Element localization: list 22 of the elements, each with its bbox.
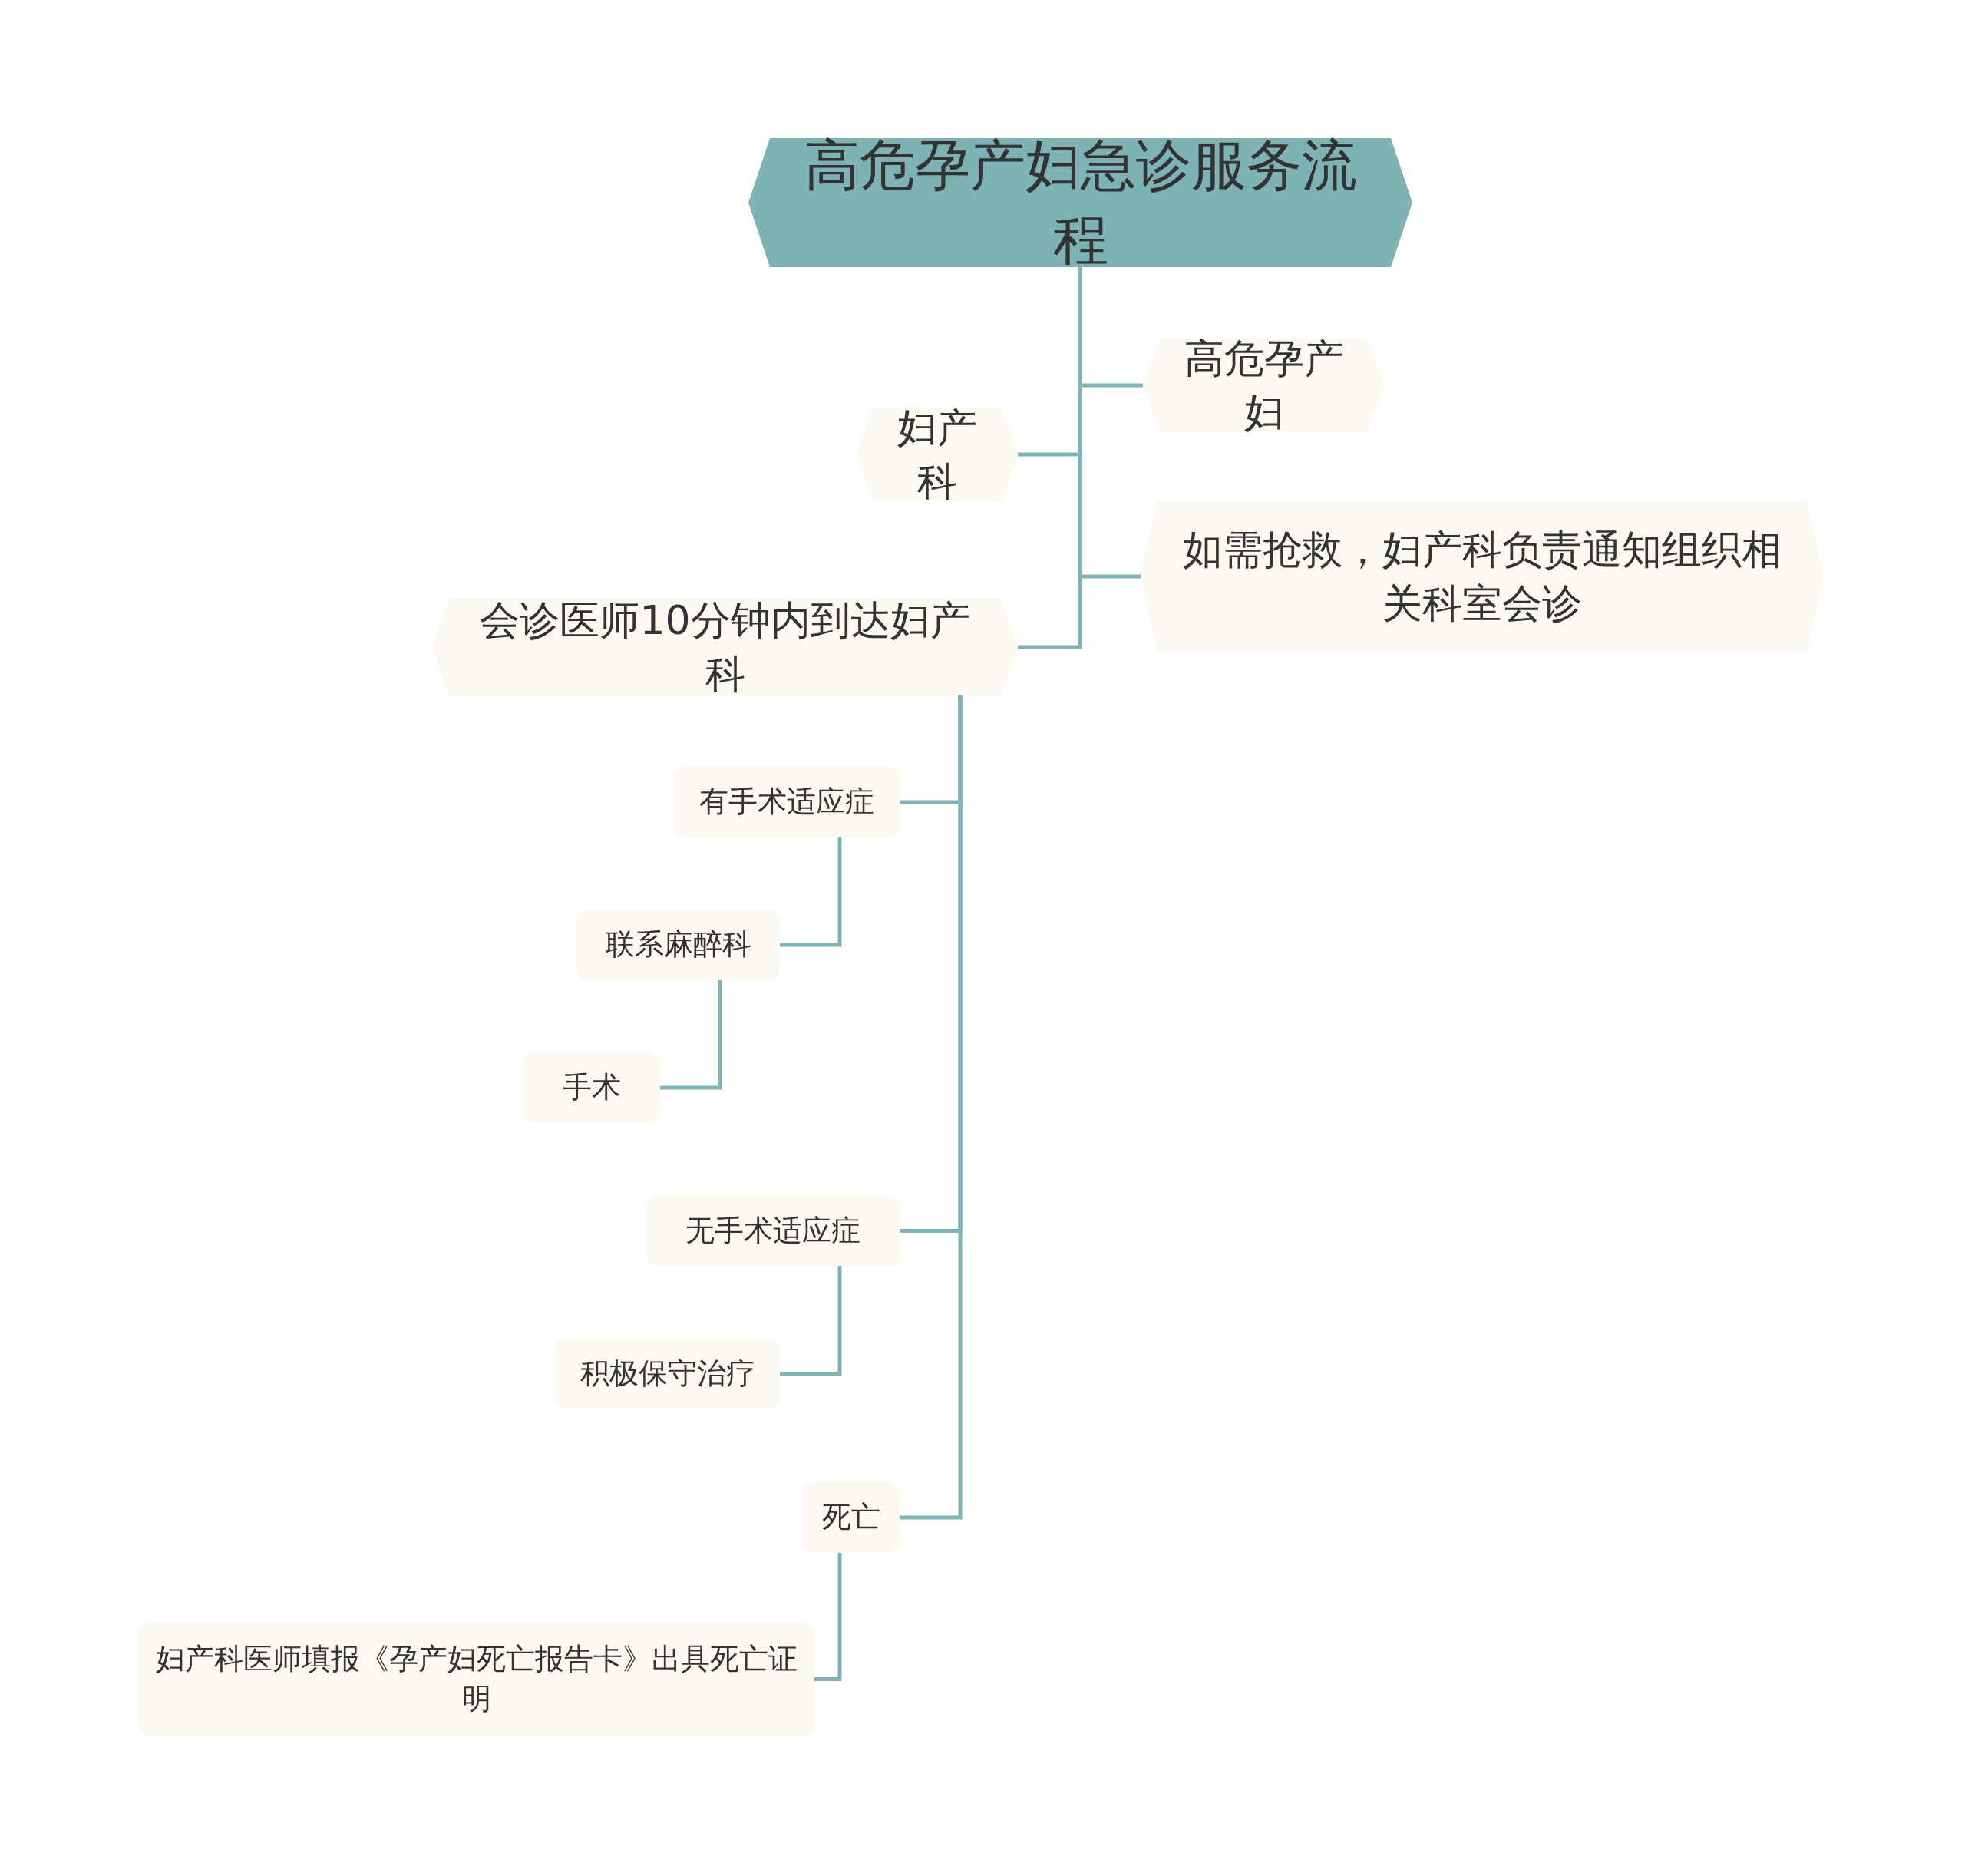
topic-text: 妇产科	[896, 403, 978, 506]
connector-line	[814, 1553, 842, 1681]
step-box: 死亡	[802, 1482, 900, 1553]
connector-line	[900, 695, 963, 1520]
title-text: 高危孕产妇急诊服务流程	[803, 131, 1358, 273]
step-box: 妇产科医师填报《孕产妇死亡报告卡》出具死亡证明	[138, 1623, 814, 1736]
connector-line	[1018, 267, 1082, 649]
step-box: 积极保守治疗	[555, 1339, 780, 1409]
step-box: 无手术适应症	[646, 1196, 900, 1266]
title-hexagon	[748, 138, 1412, 267]
connector-line	[780, 1266, 842, 1376]
topic-text: 如需抢救，妇产科负责通知组织相关科室会诊	[1182, 525, 1782, 628]
topic-text: 会诊医师10分钟内到达妇产科	[479, 596, 971, 699]
step-box: 联系麻醉科	[576, 910, 780, 980]
step-box: 手术	[523, 1052, 660, 1123]
connector-line	[780, 837, 842, 947]
step-box: 有手术适应症	[674, 767, 900, 837]
connector-line	[660, 980, 722, 1090]
topic-hexagon	[1143, 339, 1385, 432]
topic-hexagon	[432, 599, 1018, 695]
topic-hexagon	[856, 408, 1018, 501]
topic-text: 高危孕产妇	[1183, 334, 1345, 437]
